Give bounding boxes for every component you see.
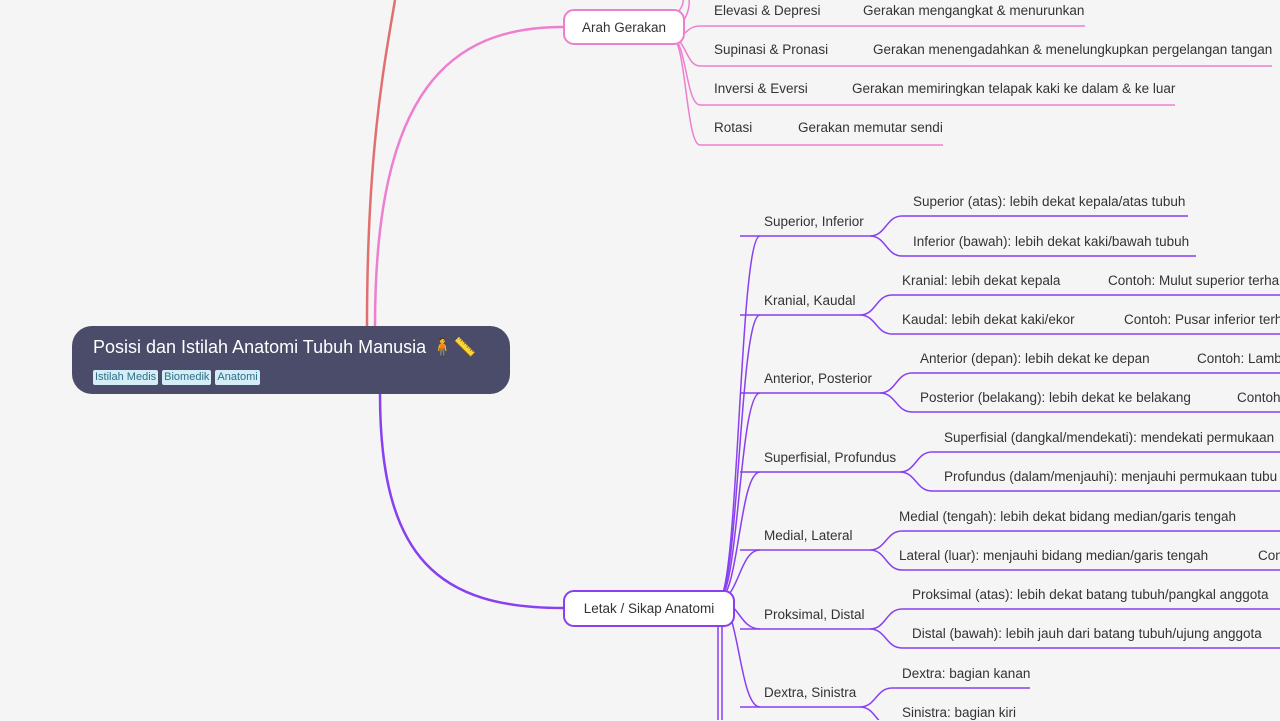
term-definition[interactable]: Inferior (bawah): lebih dekat kaki/bawah… bbox=[913, 234, 1190, 249]
term-group-label[interactable]: Anterior, Posterior bbox=[764, 371, 873, 386]
movement-term[interactable]: Inversi & Eversi bbox=[714, 81, 808, 96]
term-definition[interactable]: Profundus (dalam/menjauhi): menjauhi per… bbox=[944, 469, 1278, 484]
term-group-label[interactable]: Superfisial, Profundus bbox=[764, 450, 897, 465]
branch-line bbox=[717, 235, 761, 601]
branch-line bbox=[869, 215, 903, 237]
movement-description[interactable]: Gerakan memutar sendi bbox=[798, 120, 943, 135]
movement-term[interactable]: Elevasi & Depresi bbox=[714, 3, 821, 18]
branch-line bbox=[671, 37, 701, 146]
branch-line bbox=[879, 372, 913, 394]
branch-line bbox=[899, 451, 933, 473]
movement-description[interactable]: Gerakan menengadahkan & menelungkupkan p… bbox=[873, 42, 1273, 57]
term-definition[interactable]: Dextra: bagian kanan bbox=[902, 666, 1031, 681]
term-definition[interactable]: Proksimal (atas): lebih dekat batang tub… bbox=[912, 587, 1269, 602]
term-definition[interactable]: Sinistra: bagian kiri bbox=[902, 705, 1017, 720]
tag[interactable]: Biomedik bbox=[162, 370, 212, 385]
tag-list: Istilah Medis Biomedik Anatomi bbox=[93, 370, 260, 385]
term-group-label[interactable]: Medial, Lateral bbox=[764, 528, 853, 543]
term-group-label[interactable]: Dextra, Sinistra bbox=[764, 685, 857, 700]
branch-line bbox=[869, 549, 903, 571]
term-example[interactable]: Contoh bbox=[1237, 390, 1280, 405]
term-group-label[interactable]: Kranial, Kaudal bbox=[764, 293, 856, 308]
movement-description[interactable]: Gerakan mengangkat & menurunkan bbox=[863, 3, 1085, 18]
branch-line bbox=[859, 314, 893, 335]
term-definition[interactable]: Superfisial (dangkal/mendekati): mendeka… bbox=[944, 430, 1275, 445]
branch-line bbox=[879, 392, 913, 413]
branch-line bbox=[869, 628, 903, 649]
branch-line bbox=[869, 530, 903, 551]
term-definition[interactable]: Anterior (depan): lebih dekat ke depan bbox=[920, 351, 1150, 366]
tag[interactable]: Istilah Medis bbox=[93, 370, 159, 385]
tag[interactable]: Anatomi bbox=[215, 370, 260, 385]
term-group-label[interactable]: Proksimal, Distal bbox=[764, 607, 865, 622]
branch-line bbox=[859, 687, 893, 708]
branch-line bbox=[899, 471, 933, 492]
branch-line bbox=[859, 706, 880, 720]
term-example[interactable]: Contoh: Pusar inferior terh bbox=[1124, 312, 1280, 327]
term-definition[interactable]: Kaudal: lebih dekat kaki/ekor bbox=[902, 312, 1075, 327]
movement-term[interactable]: Rotasi bbox=[714, 120, 753, 135]
person-ruler-emoji-icon: 🧍📏 bbox=[431, 337, 477, 357]
term-definition[interactable]: Medial (tengah): lebih dekat bidang medi… bbox=[899, 509, 1236, 524]
branch-line-purple bbox=[378, 393, 564, 610]
branch-line-red bbox=[365, 0, 397, 327]
term-definition[interactable]: Posterior (belakang): lebih dekat ke bel… bbox=[920, 390, 1191, 405]
branch-line bbox=[717, 314, 761, 601]
root-node[interactable]: Posisi dan Istilah Anatomi Tubuh Manusia… bbox=[72, 326, 510, 394]
arah-gerakan-node[interactable]: Arah Gerakan bbox=[563, 9, 685, 45]
term-definition[interactable]: Distal (bawah): lebih jauh dari batang t… bbox=[912, 626, 1262, 641]
term-definition[interactable]: Lateral (luar): menjauhi bidang median/g… bbox=[899, 548, 1209, 563]
movement-description[interactable]: Gerakan memiringkan telapak kaki ke dala… bbox=[852, 81, 1176, 96]
term-example[interactable]: Con bbox=[1258, 548, 1280, 563]
branch-line bbox=[683, 0, 690, 21]
term-definition[interactable]: Superior (atas): lebih dekat kepala/atas… bbox=[913, 194, 1186, 209]
term-group-label[interactable]: Superior, Inferior bbox=[764, 214, 864, 229]
branch-line bbox=[859, 294, 893, 316]
letak-sikap-anatomi-node[interactable]: Letak / Sikap Anatomi bbox=[563, 590, 735, 627]
term-example[interactable]: Contoh: Lamb bbox=[1197, 351, 1280, 366]
branch-line bbox=[869, 235, 903, 257]
branch-line bbox=[869, 608, 903, 630]
term-definition[interactable]: Kranial: lebih dekat kepala bbox=[902, 273, 1061, 288]
branch-line-pink bbox=[373, 25, 564, 327]
root-title: Posisi dan Istilah Anatomi Tubuh Manusia… bbox=[93, 337, 477, 357]
movement-term[interactable]: Supinasi & Pronasi bbox=[714, 42, 829, 57]
term-example[interactable]: Contoh: Mulut superior terha bbox=[1108, 273, 1280, 288]
